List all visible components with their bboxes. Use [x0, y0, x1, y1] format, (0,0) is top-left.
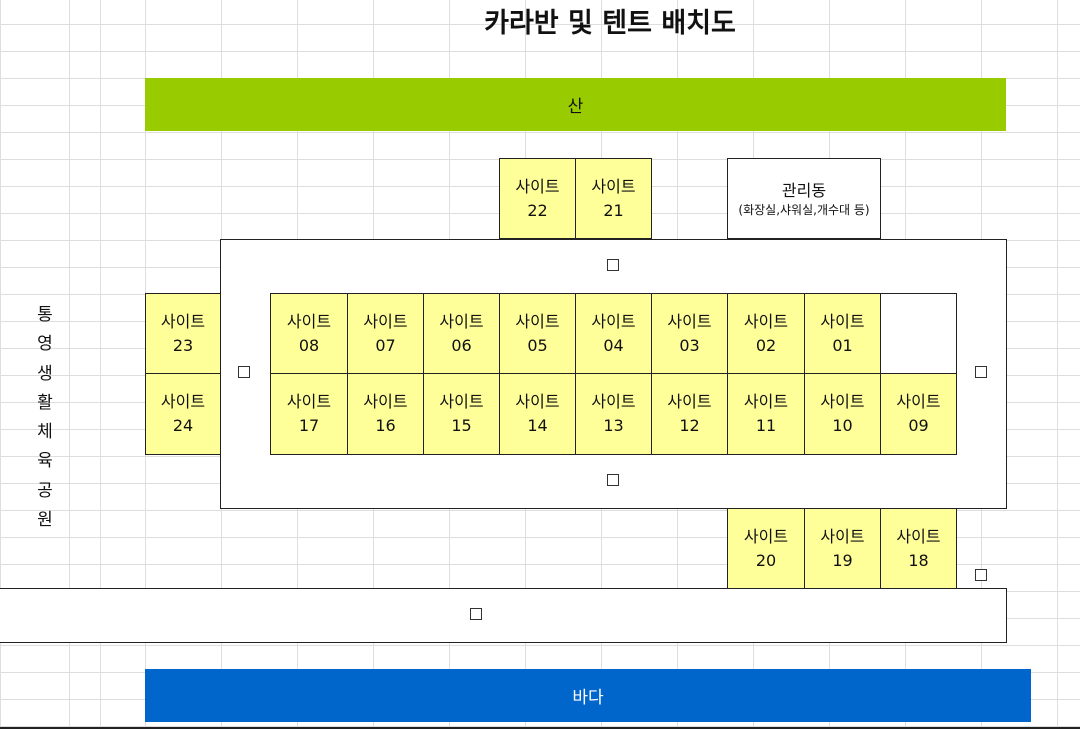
- page-title: 카라반 및 텐트 배치도: [484, 8, 736, 39]
- bottom-road: [0, 588, 1007, 643]
- mountain-label: 산: [567, 97, 584, 117]
- square-icon: [607, 259, 619, 271]
- square-icon: [975, 569, 987, 581]
- square-icon: [607, 474, 619, 486]
- bottom-border: [0, 727, 1080, 729]
- park-label: 통 영 생 활 체 육 공 원: [37, 305, 53, 530]
- management-building[interactable]: 관리동 (화장실,샤워실,개수대 등): [727, 158, 881, 239]
- sea-band: 바다: [145, 669, 1031, 722]
- square-icon: [975, 366, 987, 378]
- office-name: 관리동: [781, 180, 827, 200]
- mountain-band: 산: [145, 78, 1006, 131]
- office-desc: (화장실,샤워실,개수대 등): [738, 202, 870, 217]
- sea-label: 바다: [572, 688, 604, 708]
- square-icon: [238, 366, 250, 378]
- square-icon: [470, 608, 482, 620]
